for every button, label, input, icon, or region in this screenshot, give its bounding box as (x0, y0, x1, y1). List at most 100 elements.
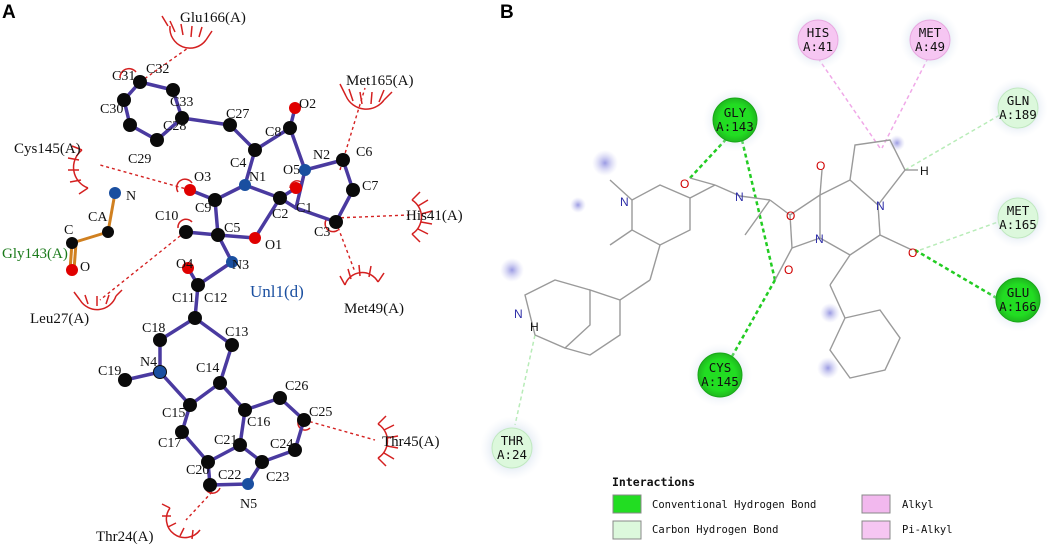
panel-letter-b: B (500, 2, 514, 23)
atom-o-label: O (680, 177, 689, 191)
legend-title: Interactions (612, 475, 695, 489)
atom-label: C29 (128, 152, 151, 167)
residue-glu166: Glu166(A) (180, 10, 246, 26)
bubble-met49-name: MET (919, 25, 942, 40)
atom-o-label: O (784, 263, 793, 277)
atom-labels: C31 C32 C30 C33 C28 C27 C29 O2 C8 C4 N1 … (64, 62, 378, 512)
atom-label: O3 (194, 170, 211, 185)
atom-label: N4 (140, 355, 157, 370)
legend-label: Conventional Hydrogen Bond (652, 499, 816, 511)
atom-label: C1 (296, 201, 312, 216)
bubble-glu166-name: GLU (1007, 285, 1030, 300)
atom-n-label: N (815, 232, 824, 246)
atom-label: O5 (283, 163, 300, 178)
atom-label: C12 (204, 291, 227, 306)
atom-label: C24 (270, 437, 293, 452)
atom-label: C27 (226, 107, 249, 122)
ligand-atoms (66, 75, 360, 492)
bubble-met165-id: A:165 (999, 217, 1037, 232)
bubble-met49: MET A:49 (900, 10, 960, 70)
bubble-gln189-id: A:189 (999, 107, 1037, 122)
atom-label: C10 (155, 209, 178, 224)
bubble-met165-name: MET (1007, 203, 1030, 218)
bubble-cys145-name: CYS (709, 360, 732, 375)
bubble-cys145: CYS A:145 (688, 343, 752, 407)
atom-label: C11 (172, 291, 195, 306)
ligand-2d-atom-labels: N N N N N O O O O O H H (514, 159, 929, 334)
legend-item: Carbon Hydrogen Bond (612, 520, 778, 540)
bubble-thr24: THR A:24 (480, 416, 544, 480)
legend-swatch (861, 494, 891, 514)
atom-n-label: N (876, 199, 885, 213)
residue-cys145: Cys145(A) (14, 141, 81, 157)
atom-label: N3 (232, 258, 249, 273)
atom-label: C17 (158, 436, 181, 451)
atom-label: C9 (195, 201, 211, 216)
atom-label: C19 (98, 364, 121, 379)
hydrophobic-arcs (67, 15, 433, 540)
residue-bubbles: HIS A:41 MET A:49 GLY A:143 GLN (480, 10, 1050, 480)
residue-thr24: Thr24(A) (96, 529, 153, 545)
legend-label: Pi-Alkyl (902, 524, 953, 536)
bubble-gly143-id: A:143 (716, 119, 754, 134)
legend-item: Conventional Hydrogen Bond (612, 494, 816, 514)
bubble-gln189-name: GLN (1007, 93, 1030, 108)
residue-thr45: Thr45(A) (382, 434, 439, 450)
atom-label: C21 (214, 433, 237, 448)
atom-label: C16 (247, 415, 270, 430)
panel-b: B (480, 2, 1050, 540)
panel-letter-a: A (2, 2, 16, 23)
panel-a: A (2, 2, 463, 545)
bubble-glu166: GLU A:166 (986, 268, 1050, 332)
residue-gly143: Gly143(A) (2, 246, 68, 262)
atom-label: C30 (100, 102, 123, 117)
ligand-2d-skeleton (524, 139, 918, 379)
solvent-accessibility-spots (500, 135, 905, 379)
atom-label: C5 (224, 221, 240, 236)
atom-label: C15 (162, 406, 185, 421)
bubble-thr24-id: A:24 (497, 447, 527, 462)
atom-label: N (126, 189, 136, 204)
atom-h-label: H (530, 320, 539, 334)
atom-label: C (64, 223, 73, 238)
atom-label: O (80, 260, 90, 275)
atom-label: N2 (313, 148, 330, 163)
atom-label: C4 (230, 156, 246, 171)
residue-his41: His41(A) (406, 208, 463, 224)
legend-item: Alkyl (861, 494, 934, 514)
atom-label: C6 (356, 145, 372, 160)
bubble-cys145-id: A:145 (701, 374, 739, 389)
atom-o-label: O (816, 159, 825, 173)
hydrophobic-contacts (99, 47, 409, 521)
bubble-met165: MET A:165 (988, 188, 1048, 248)
atom-label: C8 (265, 125, 281, 140)
legend-swatch (861, 520, 891, 540)
atom-label: O4 (176, 257, 193, 272)
atom-label: C13 (225, 325, 248, 340)
atom-label: C31 (112, 69, 135, 84)
bubble-his41: HIS A:41 (788, 10, 848, 70)
residue-met49: Met49(A) (344, 301, 404, 317)
atom-label: C26 (285, 379, 308, 394)
atom-label: C28 (163, 119, 186, 134)
legend-swatch (612, 520, 642, 540)
atom-label: C14 (196, 361, 219, 376)
atom-label: C32 (146, 62, 169, 77)
atom-label: C3 (314, 225, 330, 240)
atom-label: C18 (142, 321, 165, 336)
atom-label: C23 (266, 470, 289, 485)
bubble-met49-id: A:49 (915, 39, 945, 54)
legend-swatch (612, 494, 642, 514)
bubble-his41-name: HIS (807, 25, 830, 40)
legend-label: Carbon Hydrogen Bond (652, 524, 778, 536)
atom-label: C33 (170, 95, 193, 110)
bubble-gly143: GLY A:143 (703, 88, 767, 152)
atom-label: C22 (218, 468, 241, 483)
ligand-label: Unl1(d) (250, 282, 304, 301)
interaction-lines (514, 57, 1006, 426)
bubble-glu166-id: A:166 (999, 299, 1037, 314)
bubble-gly143-name: GLY (724, 105, 747, 120)
atom-label: O1 (265, 238, 282, 253)
interactions-legend: Interactions Conventional Hydrogen Bond … (612, 475, 953, 540)
